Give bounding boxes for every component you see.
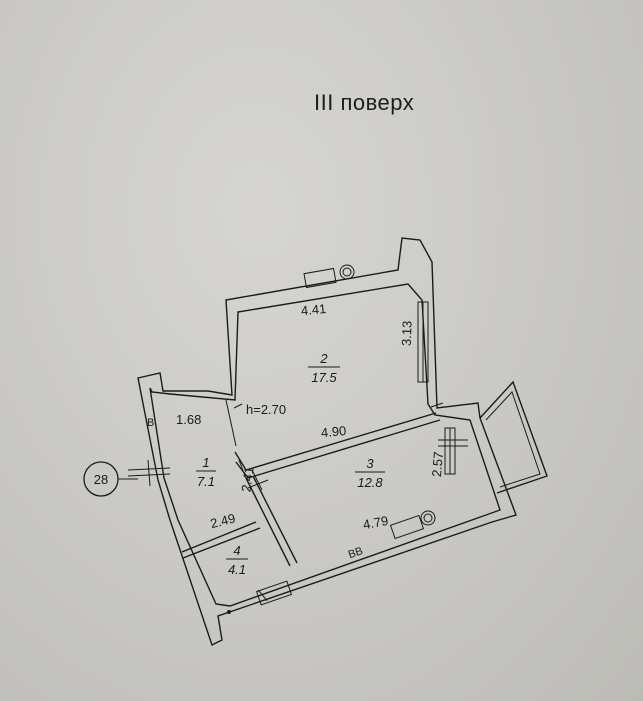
dot-mark <box>227 610 231 614</box>
room-area: 17.5 <box>311 370 337 385</box>
room-area: 12.8 <box>357 475 383 490</box>
floor-title: III поверх <box>314 90 415 115</box>
dim-2-57: 2.57 <box>429 451 446 478</box>
outer-walls <box>137 237 517 646</box>
building-number: 28 <box>94 472 108 487</box>
windows <box>255 301 468 606</box>
room-number: 2 <box>319 351 328 366</box>
dim-4-90: 4.90 <box>320 423 347 440</box>
room-number: 3 <box>366 456 374 471</box>
balcony <box>479 380 548 494</box>
building-number-marker: 28 <box>83 461 138 497</box>
dim-2-41: 2.41 <box>238 466 256 493</box>
room-number: 4 <box>233 543 240 558</box>
room-2-label: 2 17.5 <box>308 351 340 385</box>
dim-3-13: 3.13 <box>399 320 415 346</box>
radiator-icon-bottom <box>389 514 425 540</box>
mark-b-left: В <box>147 417 154 429</box>
dim-2-49: 2.49 <box>209 510 237 531</box>
vent-icon-top <box>339 264 355 280</box>
interior-walls <box>181 399 441 567</box>
radiator-icons <box>303 264 436 540</box>
dim-4-79: 4.79 <box>362 513 390 532</box>
room-area: 4.1 <box>228 562 246 577</box>
room-number: 1 <box>202 455 209 470</box>
room-4-label: 4 4.1 <box>226 543 248 577</box>
room-3-label: 3 12.8 <box>355 456 385 490</box>
dim-1-68: 1.68 <box>176 412 201 427</box>
dimension-labels: 4.41 3.13 1.68 4.90 2.41 2.57 2.49 4.79 <box>176 301 446 532</box>
radiator-icon-top <box>303 267 337 289</box>
section-ticks <box>127 402 444 491</box>
window-bottom-left <box>255 580 293 606</box>
dim-4-41: 4.41 <box>300 301 327 318</box>
room-1-label: 1 7.1 <box>196 455 216 489</box>
room-area: 7.1 <box>197 474 215 489</box>
vent-icon-bottom <box>420 510 436 526</box>
mark-bb-bottom: ВВ <box>347 545 365 561</box>
height-label: h=2.70 <box>246 402 286 417</box>
